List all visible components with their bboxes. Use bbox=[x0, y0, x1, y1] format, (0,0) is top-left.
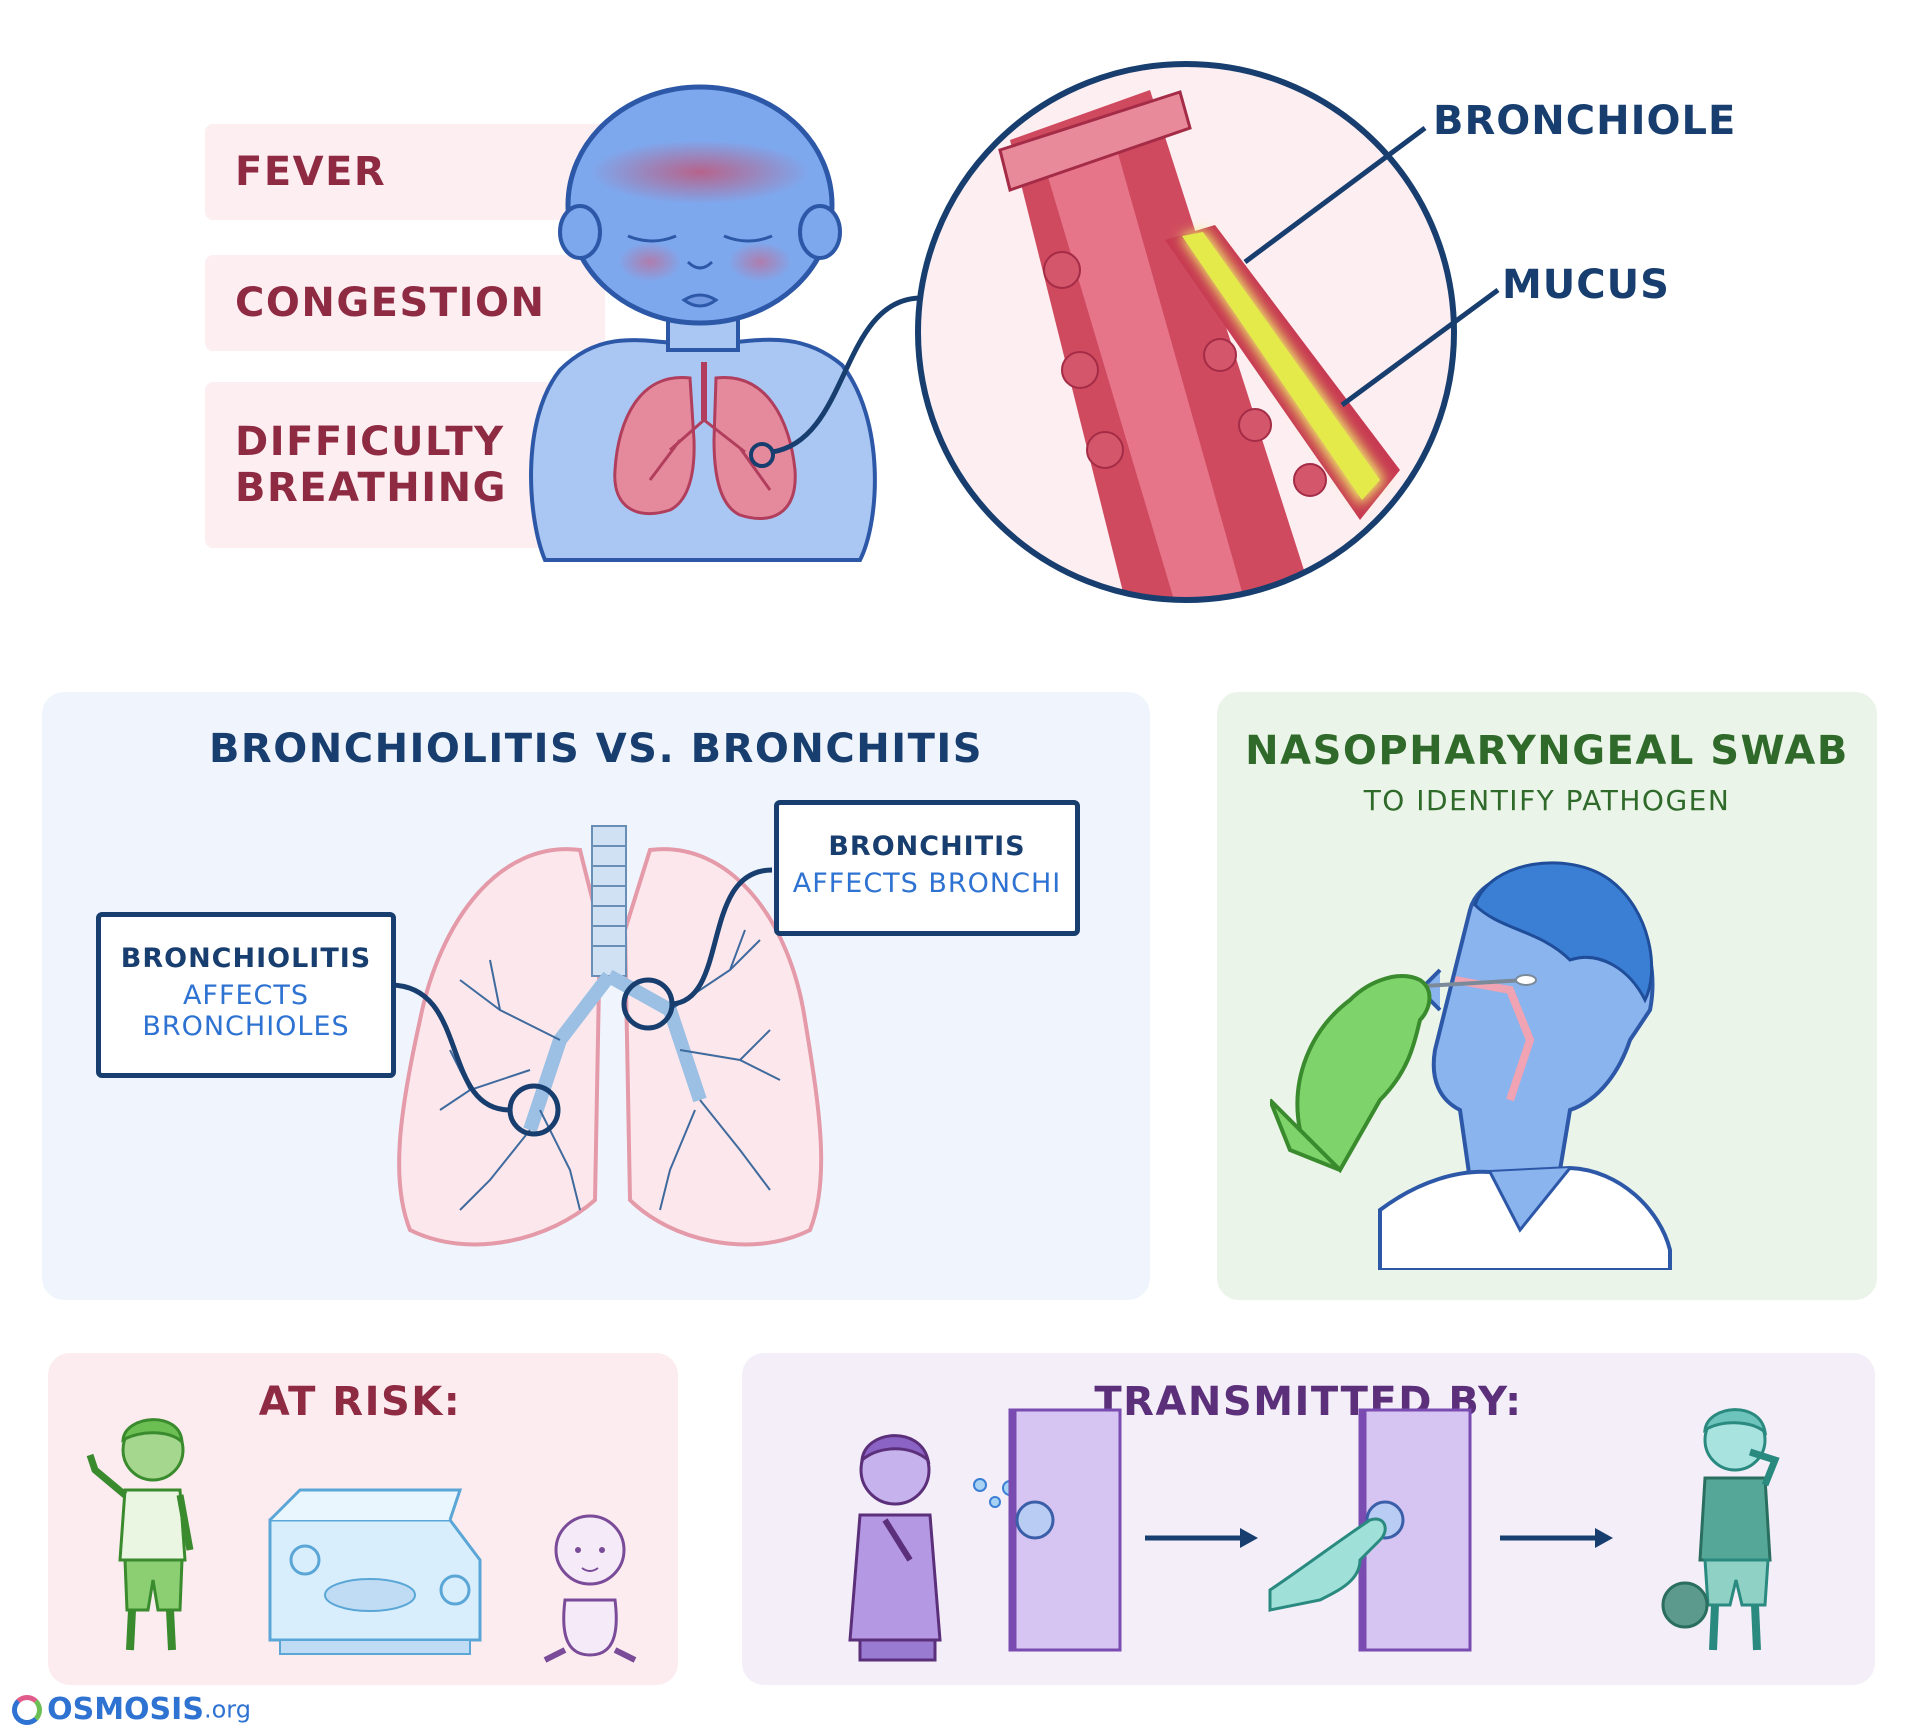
symptom-congestion: CONGESTION bbox=[235, 280, 546, 326]
osmosis-brand: OSMOSIS bbox=[47, 1692, 204, 1727]
swab-subtitle: TO IDENTIFY PATHOGEN bbox=[1363, 784, 1731, 817]
symptom-fever-box: FEVER bbox=[205, 124, 625, 220]
infected-child-figure bbox=[1661, 1408, 1780, 1651]
bronchiolitis-line1: AFFECTS bbox=[182, 980, 310, 1011]
infant-figure bbox=[543, 1514, 637, 1663]
mucus-label: MUCUS bbox=[1502, 262, 1670, 308]
baby-figure bbox=[529, 84, 921, 562]
bronchiolitis-name: BRONCHIOLITIS bbox=[120, 943, 372, 974]
child-figure bbox=[86, 1418, 194, 1651]
bronchitis-name: BRONCHITIS bbox=[828, 831, 1026, 862]
osmosis-logo-mark bbox=[12, 1694, 42, 1725]
lungs-diagram bbox=[397, 825, 824, 1247]
bronchitis-line1: AFFECTS BRONCHI bbox=[792, 868, 1062, 899]
gloved-hand bbox=[1270, 974, 1432, 1174]
at-risk-illustrations bbox=[86, 1418, 637, 1663]
at-risk-title: AT RISK: bbox=[258, 1379, 462, 1425]
comparison-connectors bbox=[389, 867, 773, 1113]
comparison-title: BRONCHIOLITIS VS. BRONCHITIS bbox=[208, 726, 984, 772]
symptom-fever: FEVER bbox=[235, 149, 387, 195]
symptom-congestion-box: CONGESTION bbox=[205, 255, 605, 351]
symptom-difficulty-line2: BREATHING bbox=[235, 465, 507, 511]
bronchiolitis-line2: BRONCHIOLES bbox=[142, 1011, 350, 1042]
swab-title: NASOPHARYNGEAL SWAB bbox=[1245, 728, 1849, 774]
osmosis-logo: OSMOSIS.org bbox=[12, 1692, 251, 1732]
osmosis-suffix: .org bbox=[203, 1695, 251, 1724]
bronchiole-zoom bbox=[915, 61, 1500, 603]
coughing-person bbox=[848, 1434, 942, 1662]
arrow-2 bbox=[1500, 1528, 1613, 1548]
door-with-handle-1 bbox=[1008, 1408, 1122, 1652]
hand-touching-handle bbox=[1268, 1517, 1387, 1612]
symptom-difficulty-line1: DIFFICULTY bbox=[235, 419, 505, 465]
bronchiolitis-callout: BRONCHIOLITIS AFFECTS BRONCHIOLES bbox=[96, 912, 396, 1078]
patient-figure bbox=[1378, 861, 1672, 1270]
incubator bbox=[268, 1488, 482, 1655]
swab-illustration bbox=[1270, 861, 1672, 1270]
bronchitis-callout: BRONCHITIS AFFECTS BRONCHI bbox=[774, 800, 1080, 936]
arrow-1 bbox=[1145, 1528, 1258, 1548]
bronchiole-label: BRONCHIOLE bbox=[1433, 98, 1737, 144]
transmission-illustrations bbox=[848, 1408, 1780, 1662]
baby-bronchiole-illustration bbox=[529, 61, 1500, 603]
